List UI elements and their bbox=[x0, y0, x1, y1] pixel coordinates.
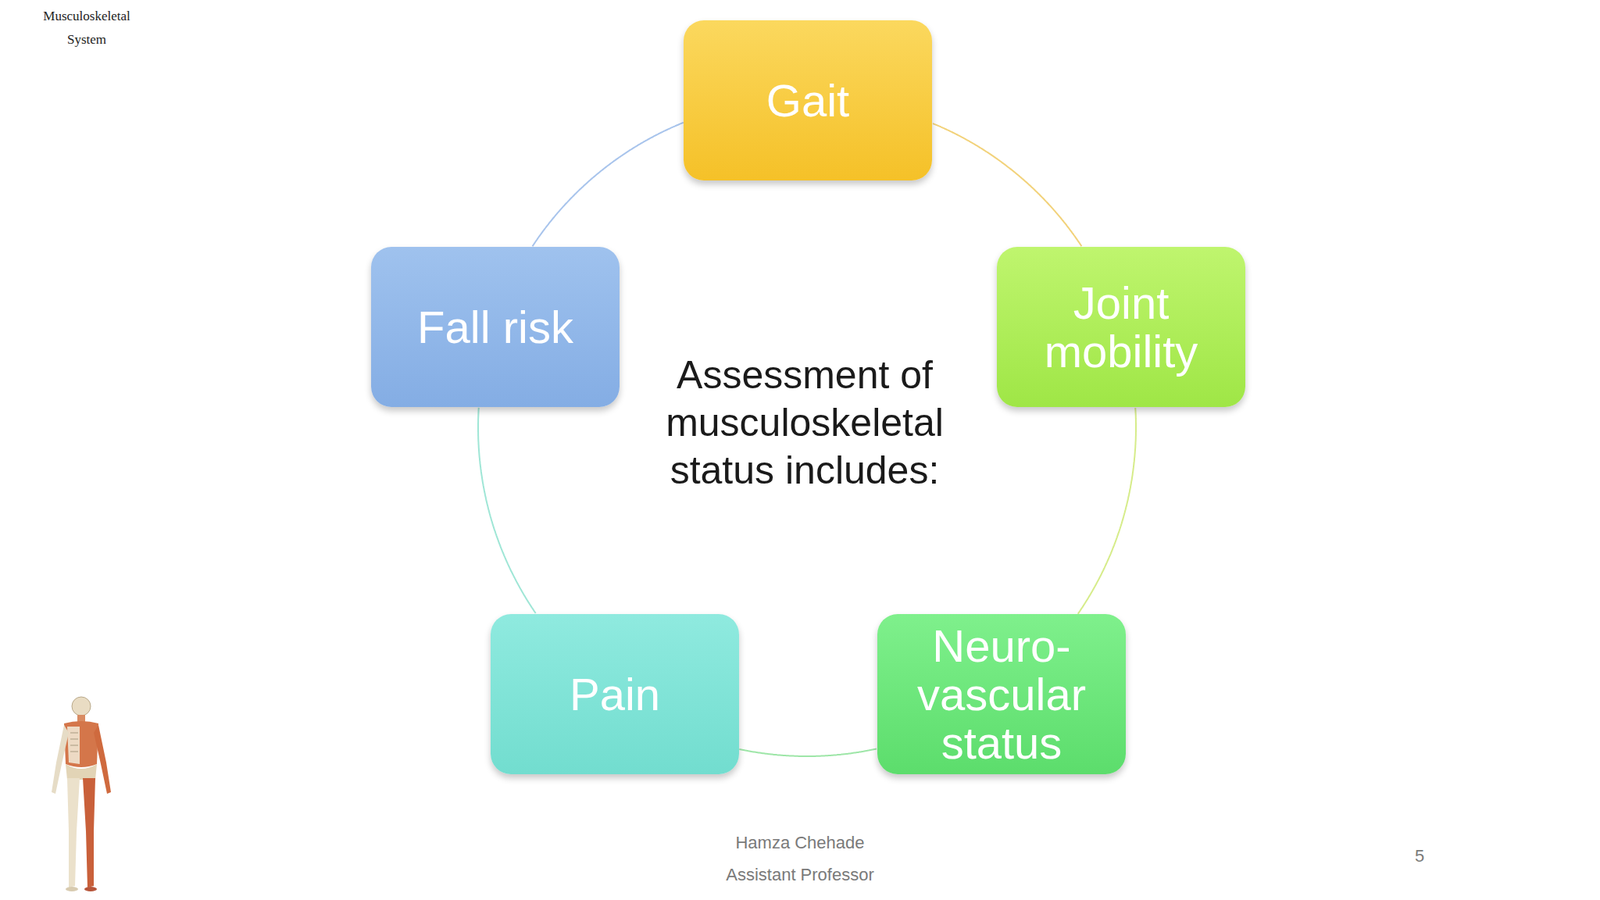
box-content: Neuro- vascular status bbox=[888, 621, 1115, 768]
anatomy-figure bbox=[40, 692, 122, 893]
box-label: Gait bbox=[766, 76, 850, 125]
category-box: Neuro- vascular status bbox=[877, 614, 1126, 775]
page-number: 5 bbox=[1403, 846, 1436, 867]
box-label: Pain bbox=[569, 670, 661, 719]
box-content: Joint mobility bbox=[1007, 278, 1235, 376]
category-box: Joint mobility bbox=[996, 246, 1246, 408]
box-content: Fall risk bbox=[417, 303, 574, 352]
cycle-arc bbox=[739, 749, 877, 758]
category-box: Pain bbox=[490, 614, 740, 775]
box-label: Neuro- vascular status bbox=[888, 621, 1115, 768]
box-content: Gait bbox=[766, 76, 850, 125]
box-content: Pain bbox=[569, 670, 661, 719]
center-heading: Assessment of musculoskeletal status inc… bbox=[648, 351, 961, 495]
author-name: Hamza Chehade bbox=[643, 832, 957, 854]
cycle-arc bbox=[478, 407, 536, 614]
category-box: Gait bbox=[683, 20, 933, 181]
section-header: Musculoskeletal System bbox=[28, 4, 146, 52]
box-label: Joint mobility bbox=[1007, 278, 1235, 376]
cycle-arc bbox=[532, 122, 684, 247]
cycle-arc bbox=[932, 123, 1082, 247]
author-title: Assistant Professor bbox=[643, 864, 957, 886]
box-label: Fall risk bbox=[417, 303, 574, 352]
cycle-arc bbox=[1078, 407, 1136, 615]
category-box: Fall risk bbox=[371, 246, 620, 408]
